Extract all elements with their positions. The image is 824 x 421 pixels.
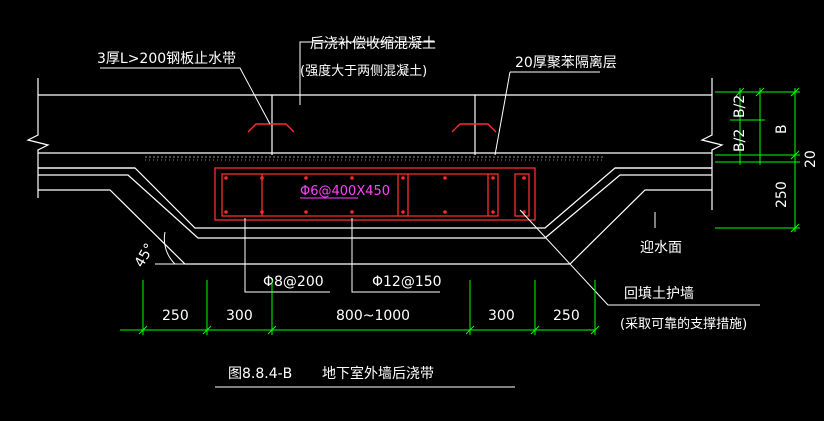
rebar-phi12-label: Φ12@150: [372, 274, 442, 290]
rebar-cage: [214, 167, 536, 221]
waterstop-label: 3厚L>200钢板止水带: [97, 51, 236, 67]
bottom-dimension: [120, 280, 600, 335]
late-pour-note: (强度大于两侧混凝土): [300, 63, 427, 79]
dim-center: 800~1000: [336, 308, 410, 324]
dim-b: B: [774, 124, 790, 134]
water-face-label: 迎水面: [640, 240, 682, 256]
dim-300-right: 300: [488, 308, 515, 324]
dim-b-half-top: B/2: [732, 95, 748, 118]
dim-b-half-bottom: B/2: [732, 129, 748, 152]
figure-title: 地下室外墙后浇带: [322, 365, 434, 382]
waterstop-plates: [247, 123, 497, 133]
rebar-phi6-label: Φ6@400X450: [300, 184, 390, 199]
leader-lines: [100, 41, 760, 306]
dim-300-left: 300: [226, 308, 253, 324]
backfill-label: 回填土护墙: [624, 286, 694, 302]
dim-20: 20: [803, 150, 819, 168]
isolation-hatch: [145, 156, 605, 161]
dim-250-right: 250: [553, 308, 580, 324]
wall-outline: [26, 78, 724, 265]
late-pour-label: 后浇补偿收缩混凝土: [310, 36, 436, 52]
dim-250-left: 250: [162, 308, 189, 324]
figure-number: 图8.8.4-B: [228, 366, 292, 382]
angle-label: 45°: [132, 241, 158, 271]
polystyrene-label: 20厚聚苯隔离层: [515, 54, 617, 71]
dim-250-vertical: 250: [774, 181, 790, 208]
rebar-phi8-label: Φ8@200: [263, 274, 324, 290]
right-dimension: [715, 87, 800, 233]
angle-mark: [155, 231, 195, 265]
rebar-dots: [224, 176, 526, 214]
backfill-note: (采取可靠的支撑措施): [620, 316, 747, 332]
